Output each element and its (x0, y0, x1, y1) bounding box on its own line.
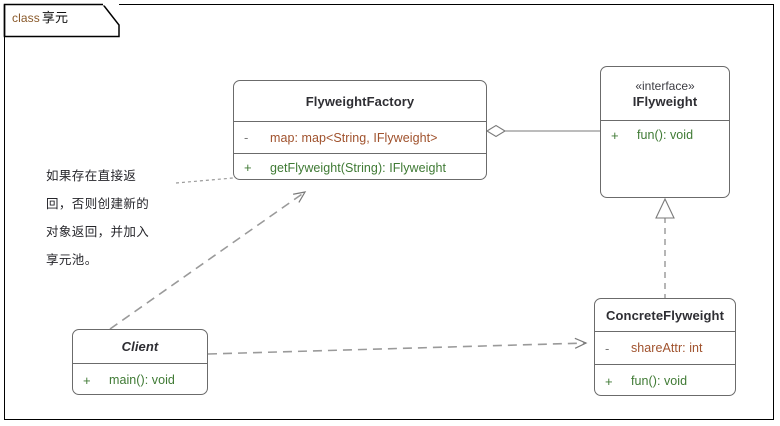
class-attributes-concrete-flyweight: - shareAttr: int (595, 331, 735, 364)
stereotype-label: «interface» (635, 79, 695, 93)
operation-label: fun(): void (637, 128, 694, 142)
diagram-frame-tab (3, 3, 120, 38)
diagram-frame (4, 4, 774, 420)
class-operations-flyweight-factory: + getFlyweight(String): IFlyweight (234, 153, 486, 179)
visibility-marker: + (244, 160, 252, 175)
diagram-title-name: 享元 (41, 10, 69, 25)
class-box-flyweight-factory[interactable]: FlyweightFactory - map: map<String, IFly… (233, 80, 487, 180)
note-annotation: 如果存在直接返 回，否则创建新的 对象返回，并加入 享元池。 (46, 169, 150, 267)
class-title-flyweight-factory: FlyweightFactory (234, 81, 486, 121)
diagram-title-keyword: class (12, 11, 40, 25)
class-name-label: FlyweightFactory (305, 93, 415, 109)
class-attributes-flyweight-factory: - map: map<String, IFlyweight> (234, 121, 486, 153)
class-operations-client: + main(): void (73, 363, 207, 394)
class-name-label: Client (121, 339, 159, 354)
class-title-concrete-flyweight: ConcreteFlyweight (595, 299, 735, 331)
class-operations-concrete-flyweight: + fun(): void (595, 364, 735, 395)
visibility-marker: + (83, 372, 91, 388)
visibility-marker: - (244, 130, 249, 145)
class-box-iflyweight[interactable]: «interface» IFlyweight + fun(): void (600, 66, 730, 198)
visibility-marker: + (605, 373, 613, 389)
class-box-client[interactable]: Client + main(): void (72, 329, 208, 395)
class-box-concrete-flyweight[interactable]: ConcreteFlyweight - shareAttr: int + fun… (594, 298, 736, 396)
class-title-client: Client (73, 330, 207, 363)
class-name-label: IFlyweight (632, 94, 698, 109)
operation-label: fun(): void (631, 374, 688, 388)
attribute-label: shareAttr: int (631, 341, 703, 355)
attribute-label: map: map<String, IFlyweight> (270, 130, 438, 145)
class-title-iflyweight: «interface» IFlyweight (601, 67, 729, 120)
visibility-marker: - (605, 340, 610, 356)
class-operations-iflyweight: + fun(): void (601, 120, 729, 197)
operation-label: getFlyweight(String): IFlyweight (270, 160, 446, 175)
operation-label: main(): void (109, 373, 175, 387)
class-name-label: ConcreteFlyweight (606, 307, 724, 323)
visibility-marker: + (611, 128, 619, 143)
